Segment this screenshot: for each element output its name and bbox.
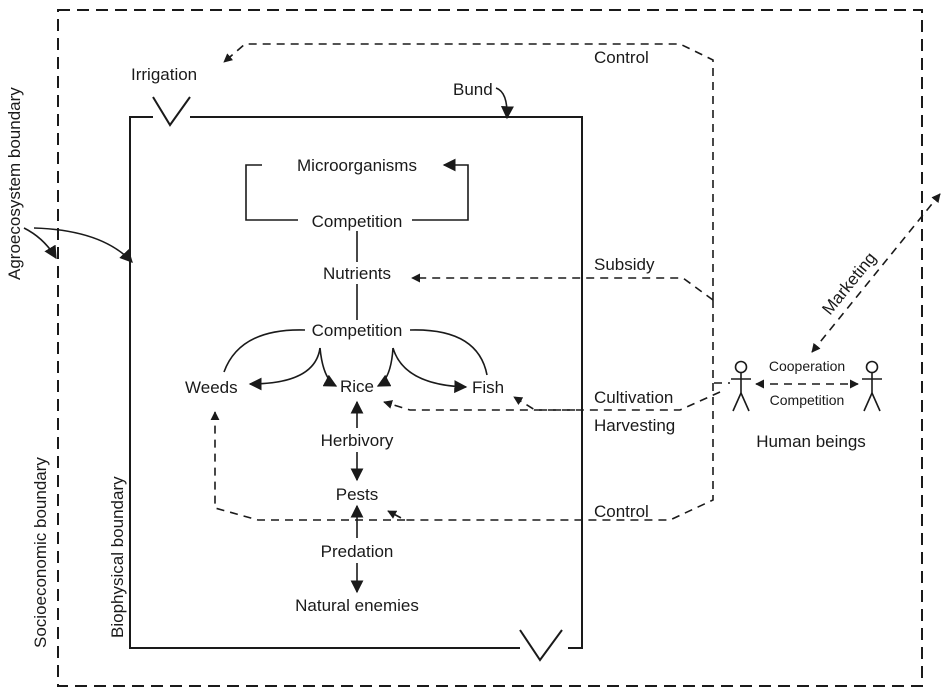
arrow-to-rice-left bbox=[319, 347, 338, 387]
nutrients-label: Nutrients bbox=[323, 264, 391, 283]
irrigation-inlet-notch bbox=[152, 96, 191, 127]
harvesting-label: Harvesting bbox=[594, 416, 675, 435]
control-irrigation-flow bbox=[223, 43, 714, 300]
cultivation-label: Cultivation bbox=[594, 388, 673, 407]
competition-arc-weeds bbox=[223, 329, 306, 373]
control-top-label: Control bbox=[594, 48, 649, 67]
control-pests-flow bbox=[387, 383, 714, 521]
human-beings-label: Human beings bbox=[756, 432, 866, 451]
agroecosystem-arrow-short bbox=[23, 227, 57, 260]
agroecosystem-arrow-long bbox=[33, 227, 133, 263]
competition-human-label: Competition bbox=[770, 392, 845, 408]
bund-arrow bbox=[495, 87, 514, 120]
microorganisms-label: Microorganisms bbox=[297, 156, 417, 175]
microorganism-loop-return bbox=[412, 158, 469, 221]
marketing-label: Marketing bbox=[818, 249, 880, 319]
weeds-label: Weeds bbox=[185, 378, 238, 397]
subsidy-flow bbox=[411, 273, 714, 301]
arrow-to-rice-right bbox=[376, 347, 394, 387]
competition-mid-label: Competition bbox=[312, 321, 403, 340]
drainage-outlet-notch bbox=[519, 629, 563, 662]
pests-label: Pests bbox=[336, 485, 379, 504]
competition-top-label: Competition bbox=[312, 212, 403, 231]
human-figure-right bbox=[862, 360, 882, 412]
natural-enemies-label: Natural enemies bbox=[295, 596, 419, 615]
biophysical-boundary-box bbox=[129, 116, 583, 649]
control-bottom-label: Control bbox=[594, 502, 649, 521]
arrow-to-weeds bbox=[248, 347, 321, 391]
rice-label: Rice bbox=[340, 377, 374, 396]
cultivation-rice-flow bbox=[383, 391, 721, 411]
irrigation-label: Irrigation bbox=[131, 65, 197, 84]
cultivation-hub-flow bbox=[712, 300, 730, 384]
biophysical-boundary-label: Biophysical boundary bbox=[108, 476, 127, 638]
human-figure-left bbox=[731, 360, 751, 412]
herbivory-label: Herbivory bbox=[321, 431, 394, 450]
microorganism-loop bbox=[245, 164, 298, 221]
cooperation-label: Cooperation bbox=[769, 358, 845, 374]
agroecosystem-boundary-label: Agroecosystem boundary bbox=[5, 87, 24, 280]
arrow-to-fish bbox=[392, 347, 468, 394]
bund-label: Bund bbox=[453, 80, 493, 99]
marketing-arrow bbox=[811, 193, 941, 353]
predation-label: Predation bbox=[321, 542, 394, 561]
socioeconomic-boundary-box bbox=[57, 9, 923, 687]
cultivation-fish-flow bbox=[513, 396, 575, 411]
fish-label: Fish bbox=[472, 378, 504, 397]
control-weeds-flow bbox=[210, 411, 405, 521]
socioeconomic-boundary-label: Socioeconomic boundary bbox=[31, 457, 50, 648]
competition-arc-fish bbox=[409, 329, 488, 376]
subsidy-label: Subsidy bbox=[594, 255, 655, 274]
